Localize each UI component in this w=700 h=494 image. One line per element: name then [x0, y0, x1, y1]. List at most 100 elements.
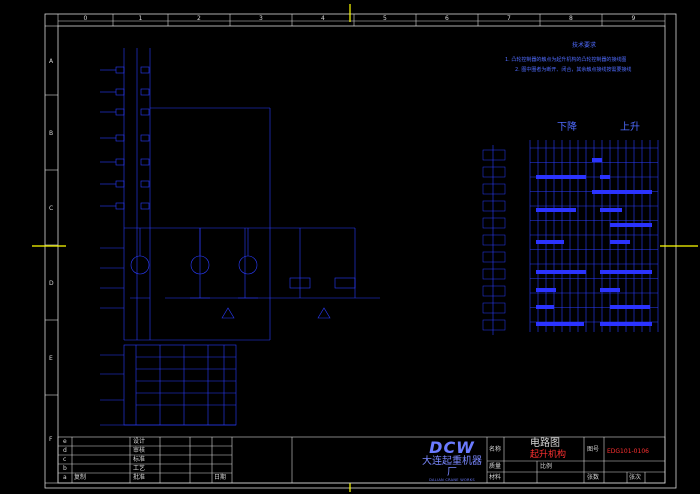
row-label: F: [49, 436, 53, 443]
revision-letter: e: [63, 438, 67, 445]
table-cell: [482, 149, 506, 161]
contact-bar: [592, 158, 602, 162]
tb-approve: 批准: [133, 474, 146, 481]
table-cell: [482, 251, 506, 263]
contact-bar: [610, 240, 630, 244]
centering-marks: [32, 4, 698, 492]
table-cell: [482, 200, 506, 212]
tb-material-label: 材料: [489, 474, 502, 481]
table-label-up: 上升: [620, 122, 640, 133]
contact-symbol: [115, 202, 125, 210]
contact-symbol: [140, 88, 150, 96]
table-cell: [482, 302, 506, 314]
table-cell: [482, 285, 506, 297]
contact-bar: [536, 288, 556, 292]
contact-symbol: [140, 108, 150, 116]
column-label: 8: [569, 15, 573, 22]
table-cell: [482, 166, 506, 178]
brake-symbol: [289, 277, 311, 289]
contact-bar: [536, 240, 564, 244]
drawing-title: 电路图: [530, 438, 560, 449]
revision-letter: b: [63, 465, 67, 472]
contact-bar: [536, 270, 586, 274]
tb-mass-label: 质量: [489, 463, 502, 470]
contact-symbol: [115, 108, 125, 116]
contact-bar: [600, 175, 610, 179]
motor-symbol: [130, 255, 150, 275]
contact-bar: [536, 305, 554, 309]
contact-symbol: [140, 180, 150, 188]
revision-letter: c: [63, 456, 67, 463]
column-label: 9: [631, 15, 636, 22]
cam-contact-table: [482, 140, 659, 335]
tb-sheets-label: 张数: [587, 474, 600, 481]
contact-symbol: [115, 66, 125, 74]
contact-bar: [600, 270, 652, 274]
contact-bar: [536, 322, 584, 326]
notes-line-1: 1. 凸轮控制器的触点为起升机构的凸轮控制器的接线图: [505, 57, 627, 63]
drawing-subtitle: 起升机构: [530, 450, 567, 460]
tb-check: 审核: [133, 447, 146, 454]
contact-bar: [536, 175, 586, 179]
resistor-symbol: [317, 307, 331, 319]
tb-standard: 标准: [133, 456, 146, 463]
table-cell: [482, 268, 506, 280]
tb-scale-label: 比例: [540, 463, 553, 470]
contact-bar: [592, 190, 652, 194]
contact-symbol: [140, 66, 150, 74]
tb-revise: 复制: [74, 474, 87, 481]
row-ruler: [45, 25, 58, 484]
table-cell: [482, 183, 506, 195]
column-label: 4: [321, 15, 325, 22]
column-label: 7: [507, 15, 511, 22]
tb-drawing-no-label: 图号: [587, 446, 600, 453]
contact-symbol: [140, 158, 150, 166]
column-label: 6: [445, 15, 449, 22]
revision-letter: a: [63, 474, 67, 481]
contact-bar: [600, 208, 622, 212]
column-label: 5: [383, 15, 387, 22]
column-label: 0: [83, 15, 88, 22]
contact-symbol: [140, 134, 150, 142]
row-label: A: [49, 57, 54, 65]
contact-symbol: [115, 158, 125, 166]
revision-letter: d: [63, 447, 67, 454]
tb-date: 日期: [214, 474, 227, 481]
contact-symbol: [140, 202, 150, 210]
tb-design: 设计: [133, 438, 146, 445]
contact-symbol: [115, 134, 125, 142]
notes-line-2: 2. 图中圈者为断开、闭合，其余触点接线按需要接线: [515, 67, 632, 73]
column-label: 2: [197, 15, 201, 22]
logo-mark: DCW: [429, 438, 475, 457]
tb-name-label: 名称: [489, 446, 502, 453]
contact-bar: [536, 208, 576, 212]
row-label: C: [49, 204, 54, 212]
contact-bar: [610, 305, 650, 309]
tb-process: 工艺: [133, 465, 146, 472]
motor-symbol: [238, 255, 258, 275]
column-ruler: [57, 14, 666, 26]
outer-frame: [44, 13, 677, 489]
resistor-symbol: [221, 307, 235, 319]
contact-bar: [610, 223, 652, 227]
column-label: 3: [259, 15, 263, 22]
main-circuit: [100, 48, 380, 426]
table-label-down: 下降: [557, 122, 577, 133]
notes-heading: 技术要求: [572, 42, 597, 49]
table-cell: [482, 217, 506, 229]
row-label: D: [49, 279, 54, 287]
tb-sheet-label: 张次: [629, 474, 642, 481]
contact-symbol: [115, 180, 125, 188]
title-block: [57, 436, 666, 484]
contact-bar: [600, 322, 652, 326]
contact-bar: [600, 288, 620, 292]
table-cell: [482, 319, 506, 331]
brake-symbol: [334, 277, 356, 289]
company-logo: DCW 大连起重机器厂 DALIAN CRANE WORKS: [421, 440, 483, 483]
contact-symbol: [115, 88, 125, 96]
column-label: 1: [138, 15, 143, 22]
row-label: E: [49, 354, 53, 362]
row-label: B: [49, 129, 54, 137]
logo-company-en: DALIAN CRANE WORKS: [429, 478, 475, 482]
